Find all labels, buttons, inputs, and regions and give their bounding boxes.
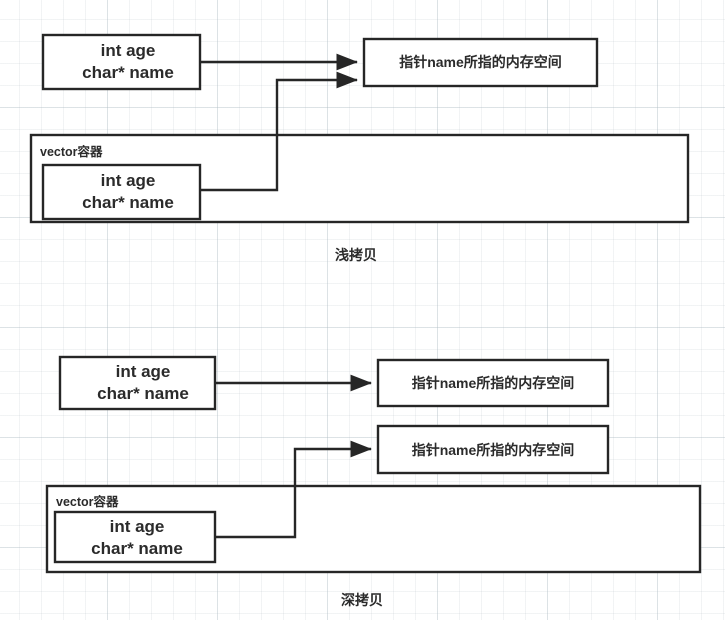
deep-memory-block-1 (376, 358, 610, 408)
shallow-copy-struct-line2: char* name (82, 193, 174, 212)
shallow-memory-block-label: 指针name所指的内存空间 (399, 54, 562, 70)
deep-vector-container-label: vector容器 (56, 494, 119, 509)
shallow-copy-caption: 浅拷贝 (335, 247, 377, 263)
deep-memory-block-1-label: 指针name所指的内存空间 (412, 375, 575, 391)
shallow-source-struct-line2: char* name (82, 63, 174, 82)
deep-copy-caption: 深拷贝 (341, 592, 383, 608)
shallow-memory-block (362, 37, 599, 88)
deep-memory-block-2 (376, 424, 610, 475)
deep-memory-block-2-label: 指针name所指的内存空间 (412, 442, 575, 458)
deep-copy-struct-box (53, 510, 217, 564)
shallow-arrow-from-copy (200, 71, 358, 192)
shallow-source-struct-line1: int age (101, 41, 156, 60)
shallow-copy-struct-line1: int age (101, 171, 156, 190)
shallow-source-struct-box (41, 33, 202, 91)
deep-copy-struct-line2: char* name (91, 539, 183, 558)
deep-source-struct-line1: int age (116, 362, 171, 381)
shallow-copy-struct-box (41, 163, 202, 221)
shallow-vector-container-label: vector容器 (40, 144, 103, 159)
deep-source-struct-line2: char* name (97, 384, 189, 403)
deep-arrow-from-copy (215, 440, 372, 539)
deep-copy-struct-line1: int age (110, 517, 165, 536)
